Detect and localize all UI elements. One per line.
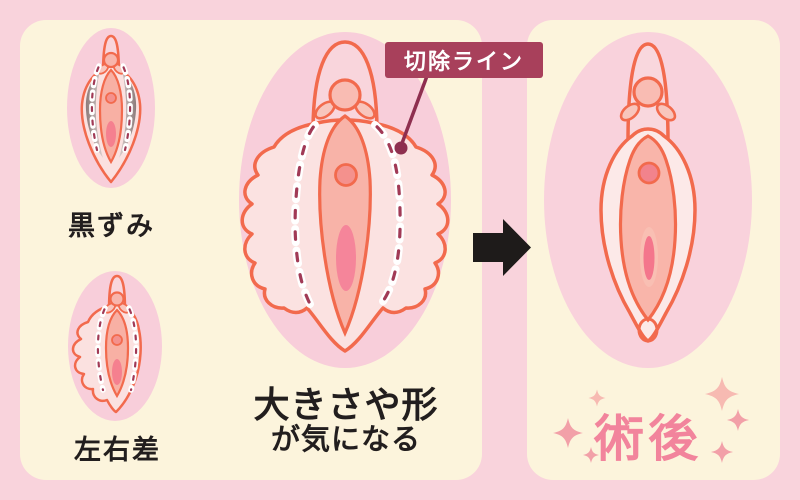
excision-dash-line: [96, 306, 107, 392]
excision-line-callout: 切除ライン: [385, 42, 543, 78]
concern-label-asymmetry: 左右差: [74, 435, 161, 465]
vulva-illustration-enlarged: [239, 32, 451, 368]
concern-label-darkening: 黒ずみ: [68, 211, 155, 241]
caption-line1: 大きさや形: [253, 384, 439, 425]
excision-dash-line: [121, 64, 132, 152]
excision-dash-line: [293, 123, 317, 306]
main-caption: 大きさや形 が気になる: [238, 384, 454, 456]
excision-dash-line: [90, 64, 101, 152]
excision-dash-line: [127, 306, 138, 392]
vulva-illustration-darkening: [67, 28, 155, 188]
excision-dash-line: [373, 123, 402, 306]
caption-line2: が気になる: [270, 423, 421, 456]
vulva-illustration-asymmetry: [68, 271, 162, 421]
vulva-illustration-postop: [544, 32, 752, 368]
postop-label: 術後: [594, 411, 702, 467]
